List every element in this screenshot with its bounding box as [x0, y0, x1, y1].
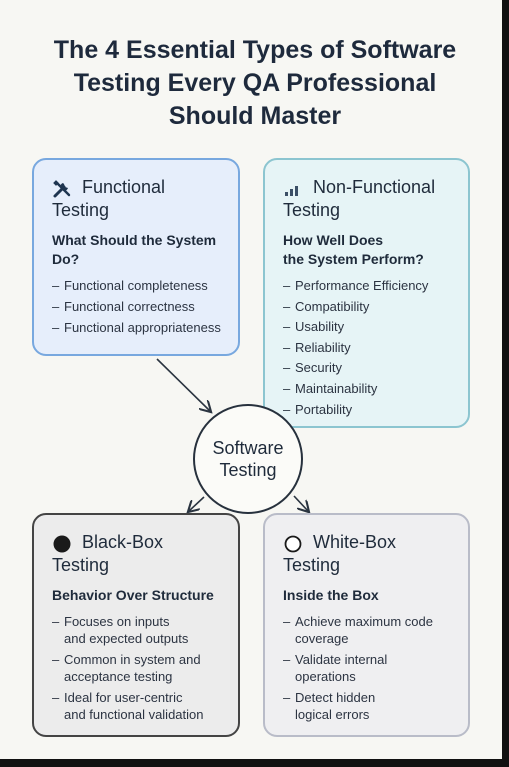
whitebox-testing-card: White-Box Testing Inside the Box Achieve… [263, 513, 470, 737]
arrow-functional-to-center [156, 358, 210, 411]
functional-card-subtitle: What Should the System Do? [52, 231, 222, 269]
tools-icon [52, 178, 72, 200]
nonfunctional-subtitle-line-1: How Well Does [283, 232, 384, 248]
list-item: Detect hidden logical errors [283, 689, 452, 723]
blackbox-title-line-1: Black-Box [82, 532, 164, 552]
list-item: Functional appropriateness [52, 319, 222, 336]
list-item-line: logical errors [295, 707, 370, 722]
arrow-center-to-whitebox [293, 495, 308, 511]
title-line-2: Testing Every QA Professional [73, 69, 437, 97]
list-item: Ideal for user-centric and functional va… [52, 689, 222, 723]
list-item: Validate internal operations [283, 651, 452, 685]
list-item: Reliability [283, 339, 452, 356]
hub-label-line-1: Software [212, 438, 284, 458]
functional-subtitle-line-2: Do? [52, 251, 80, 267]
signal-bars-icon [283, 178, 303, 200]
title-line-1: The 4 Essential Types of Software [53, 36, 457, 64]
list-item: Performance Efficiency [283, 277, 452, 294]
page-frame-right [502, 0, 509, 767]
list-item-line: Validate internal [295, 652, 388, 667]
page-frame-bottom [0, 759, 509, 767]
nonfunctional-list: Performance Efficiency Compatibility Usa… [283, 277, 452, 418]
list-item-line: operations [295, 669, 356, 684]
nonfunctional-testing-card: Non-Functional Testing How Well Does the… [263, 158, 470, 428]
hollow-circle-icon [283, 533, 303, 555]
whitebox-card-title: White-Box Testing [283, 531, 397, 577]
whitebox-title-line-1: White-Box [313, 532, 397, 552]
list-item-line: acceptance testing [64, 669, 173, 684]
list-item: Portability [283, 401, 452, 418]
blackbox-card-subtitle: Behavior Over Structure [52, 586, 222, 605]
list-item: Achieve maximum code coverage [283, 613, 452, 647]
nonfunctional-title-line-2: Testing [283, 200, 341, 220]
blackbox-subtitle: Behavior Over Structure [52, 587, 214, 603]
nonfunctional-title-line-1: Non-Functional [313, 177, 436, 197]
list-item-line: and functional validation [64, 707, 204, 722]
nonfunctional-card-title: Non-Functional Testing [283, 176, 436, 222]
list-item-line: and expected outputs [64, 631, 189, 646]
functional-title-line-1: Functional [82, 177, 166, 197]
list-item: Focuses on inputs and expected outputs [52, 613, 222, 647]
blackbox-title-line-2: Testing [52, 555, 110, 575]
functional-subtitle-line-1: What Should the System [52, 232, 217, 248]
list-item: Common in system and acceptance testing [52, 651, 222, 685]
whitebox-card-subtitle: Inside the Box [283, 586, 452, 605]
list-item-line: Ideal for user-centric [64, 690, 183, 705]
whitebox-subtitle: Inside the Box [283, 587, 379, 603]
list-item-line: Focuses on inputs [64, 614, 170, 629]
blackbox-card-title: Black-Box Testing [52, 531, 164, 577]
functional-list: Functional completeness Functional corre… [52, 277, 222, 336]
title-line-3: Should Master [168, 102, 342, 130]
page-title: The 4 Essential Types of Software Testin… [20, 34, 490, 133]
functional-title-line-2: Testing [52, 200, 110, 220]
filled-circle-icon [52, 533, 72, 555]
software-testing-hub: Software Testing [193, 404, 303, 514]
blackbox-list: Focuses on inputs and expected outputs C… [52, 613, 222, 723]
list-item-line: Common in system and [64, 652, 201, 667]
list-item: Usability [283, 318, 452, 335]
list-item: Security [283, 359, 452, 376]
list-item-line: coverage [295, 631, 349, 646]
nonfunctional-subtitle-line-2: the System Perform? [283, 251, 424, 267]
list-item: Compatibility [283, 298, 452, 315]
list-item: Functional completeness [52, 277, 222, 294]
whitebox-list: Achieve maximum code coverage Validate i… [283, 613, 452, 723]
functional-card-title: Functional Testing [52, 176, 166, 222]
list-item-line: Achieve maximum code [295, 614, 433, 629]
blackbox-testing-card: Black-Box Testing Behavior Over Structur… [32, 513, 240, 737]
whitebox-title-line-2: Testing [283, 555, 341, 575]
list-item: Maintainability [283, 380, 452, 397]
hub-label-line-2: Testing [219, 460, 277, 480]
list-item-line: Detect hidden [295, 690, 376, 705]
nonfunctional-card-subtitle: How Well Does the System Perform? [283, 231, 452, 269]
functional-testing-card: Functional Testing What Should the Syste… [32, 158, 240, 356]
list-item: Functional correctness [52, 298, 222, 315]
arrow-center-to-blackbox [189, 496, 205, 511]
